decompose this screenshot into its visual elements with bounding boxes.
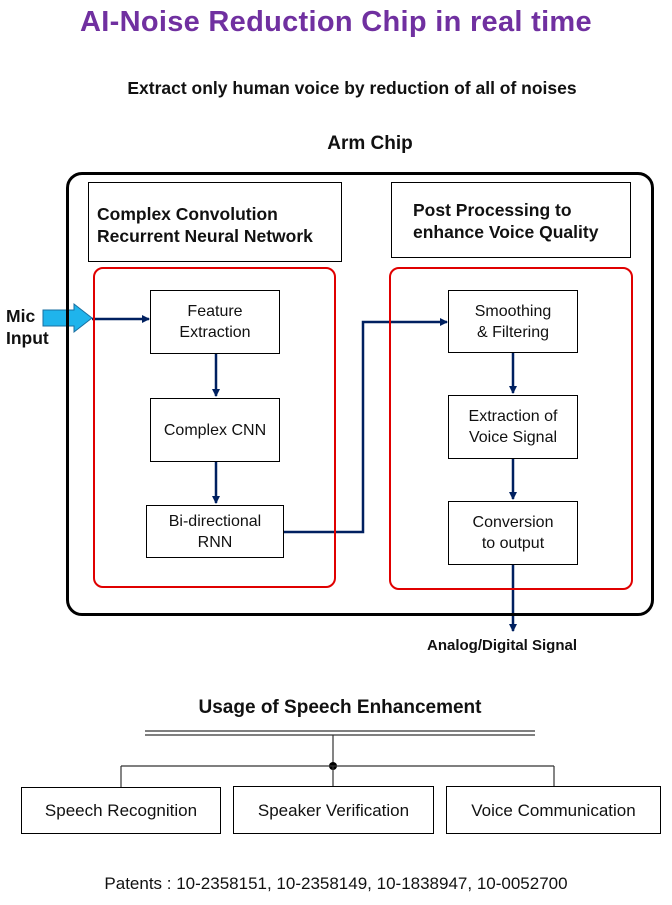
patents-line: Patents : 10-2358151, 10-2358149, 10-183… (104, 874, 568, 893)
neural-network-header: Complex Convolution Recurrent Neural Net… (88, 182, 342, 262)
usage-speech-recognition-label: Speech Recognition (44, 801, 198, 820)
feature-extraction-block: Feature Extraction (150, 290, 280, 354)
usage-voice-communication: Voice Communication (446, 786, 661, 834)
feature-extraction-line1: Feature (187, 303, 243, 320)
bidirectional-rnn-block: Bi-directional RNN (146, 505, 284, 558)
post-processing-header-line2: enhance Voice Quality (413, 222, 599, 242)
post-processing-frame (389, 267, 633, 590)
neural-network-header-line1: Complex Convolution (97, 204, 278, 224)
usage-speaker-verification-label: Speaker Verification (257, 800, 410, 820)
mic-input-label: Mic Input (6, 305, 49, 349)
neural-network-header-line2: Recurrent Neural Network (97, 226, 313, 246)
bidirectional-rnn-line1: Bi-directional (168, 512, 262, 530)
conversion-output-line2: to output (481, 535, 545, 552)
post-processing-header: Post Processing to enhance Voice Quality (391, 182, 631, 258)
voice-extraction-line1: Extraction of (468, 408, 558, 425)
usage-title: Usage of Speech Enhancement (198, 697, 482, 718)
arm-chip-frame (66, 172, 654, 616)
mic-input-line1: Mic (6, 306, 36, 326)
smoothing-filtering-line2: & Filtering (476, 323, 550, 341)
complex-cnn-block: Complex CNN (150, 398, 280, 462)
arm-chip-label: Arm Chip (327, 133, 413, 154)
feature-extraction-line2: Extraction (179, 324, 251, 341)
voice-extraction-block: Extraction of Voice Signal (448, 395, 578, 459)
page-subtitle: Extract only human voice by reduction of… (127, 78, 577, 98)
conversion-output-line1: Conversion (472, 514, 554, 531)
usage-voice-communication-label: Voice Communication (471, 800, 636, 820)
usage-speech-recognition: Speech Recognition (21, 787, 221, 834)
output-signal-label: Analog/Digital Signal (427, 637, 578, 654)
post-processing-header-line1: Post Processing to (413, 200, 572, 220)
conversion-output-block: Conversion to output (448, 501, 578, 565)
neural-network-frame (93, 267, 336, 588)
smoothing-filtering-line1: Smoothing (474, 302, 552, 320)
bidirectional-rnn-line2: RNN (197, 533, 233, 551)
rnn-to-smoothing-arrow (284, 318, 448, 534)
mic-input-line2: Input (6, 328, 49, 348)
smoothing-filtering-block: Smoothing & Filtering (448, 290, 578, 353)
complex-cnn-label: Complex CNN (163, 421, 267, 439)
page-title: AI-Noise Reduction Chip in real time (80, 6, 592, 38)
voice-extraction-line2: Voice Signal (468, 429, 558, 446)
usage-speaker-verification: Speaker Verification (233, 786, 434, 834)
